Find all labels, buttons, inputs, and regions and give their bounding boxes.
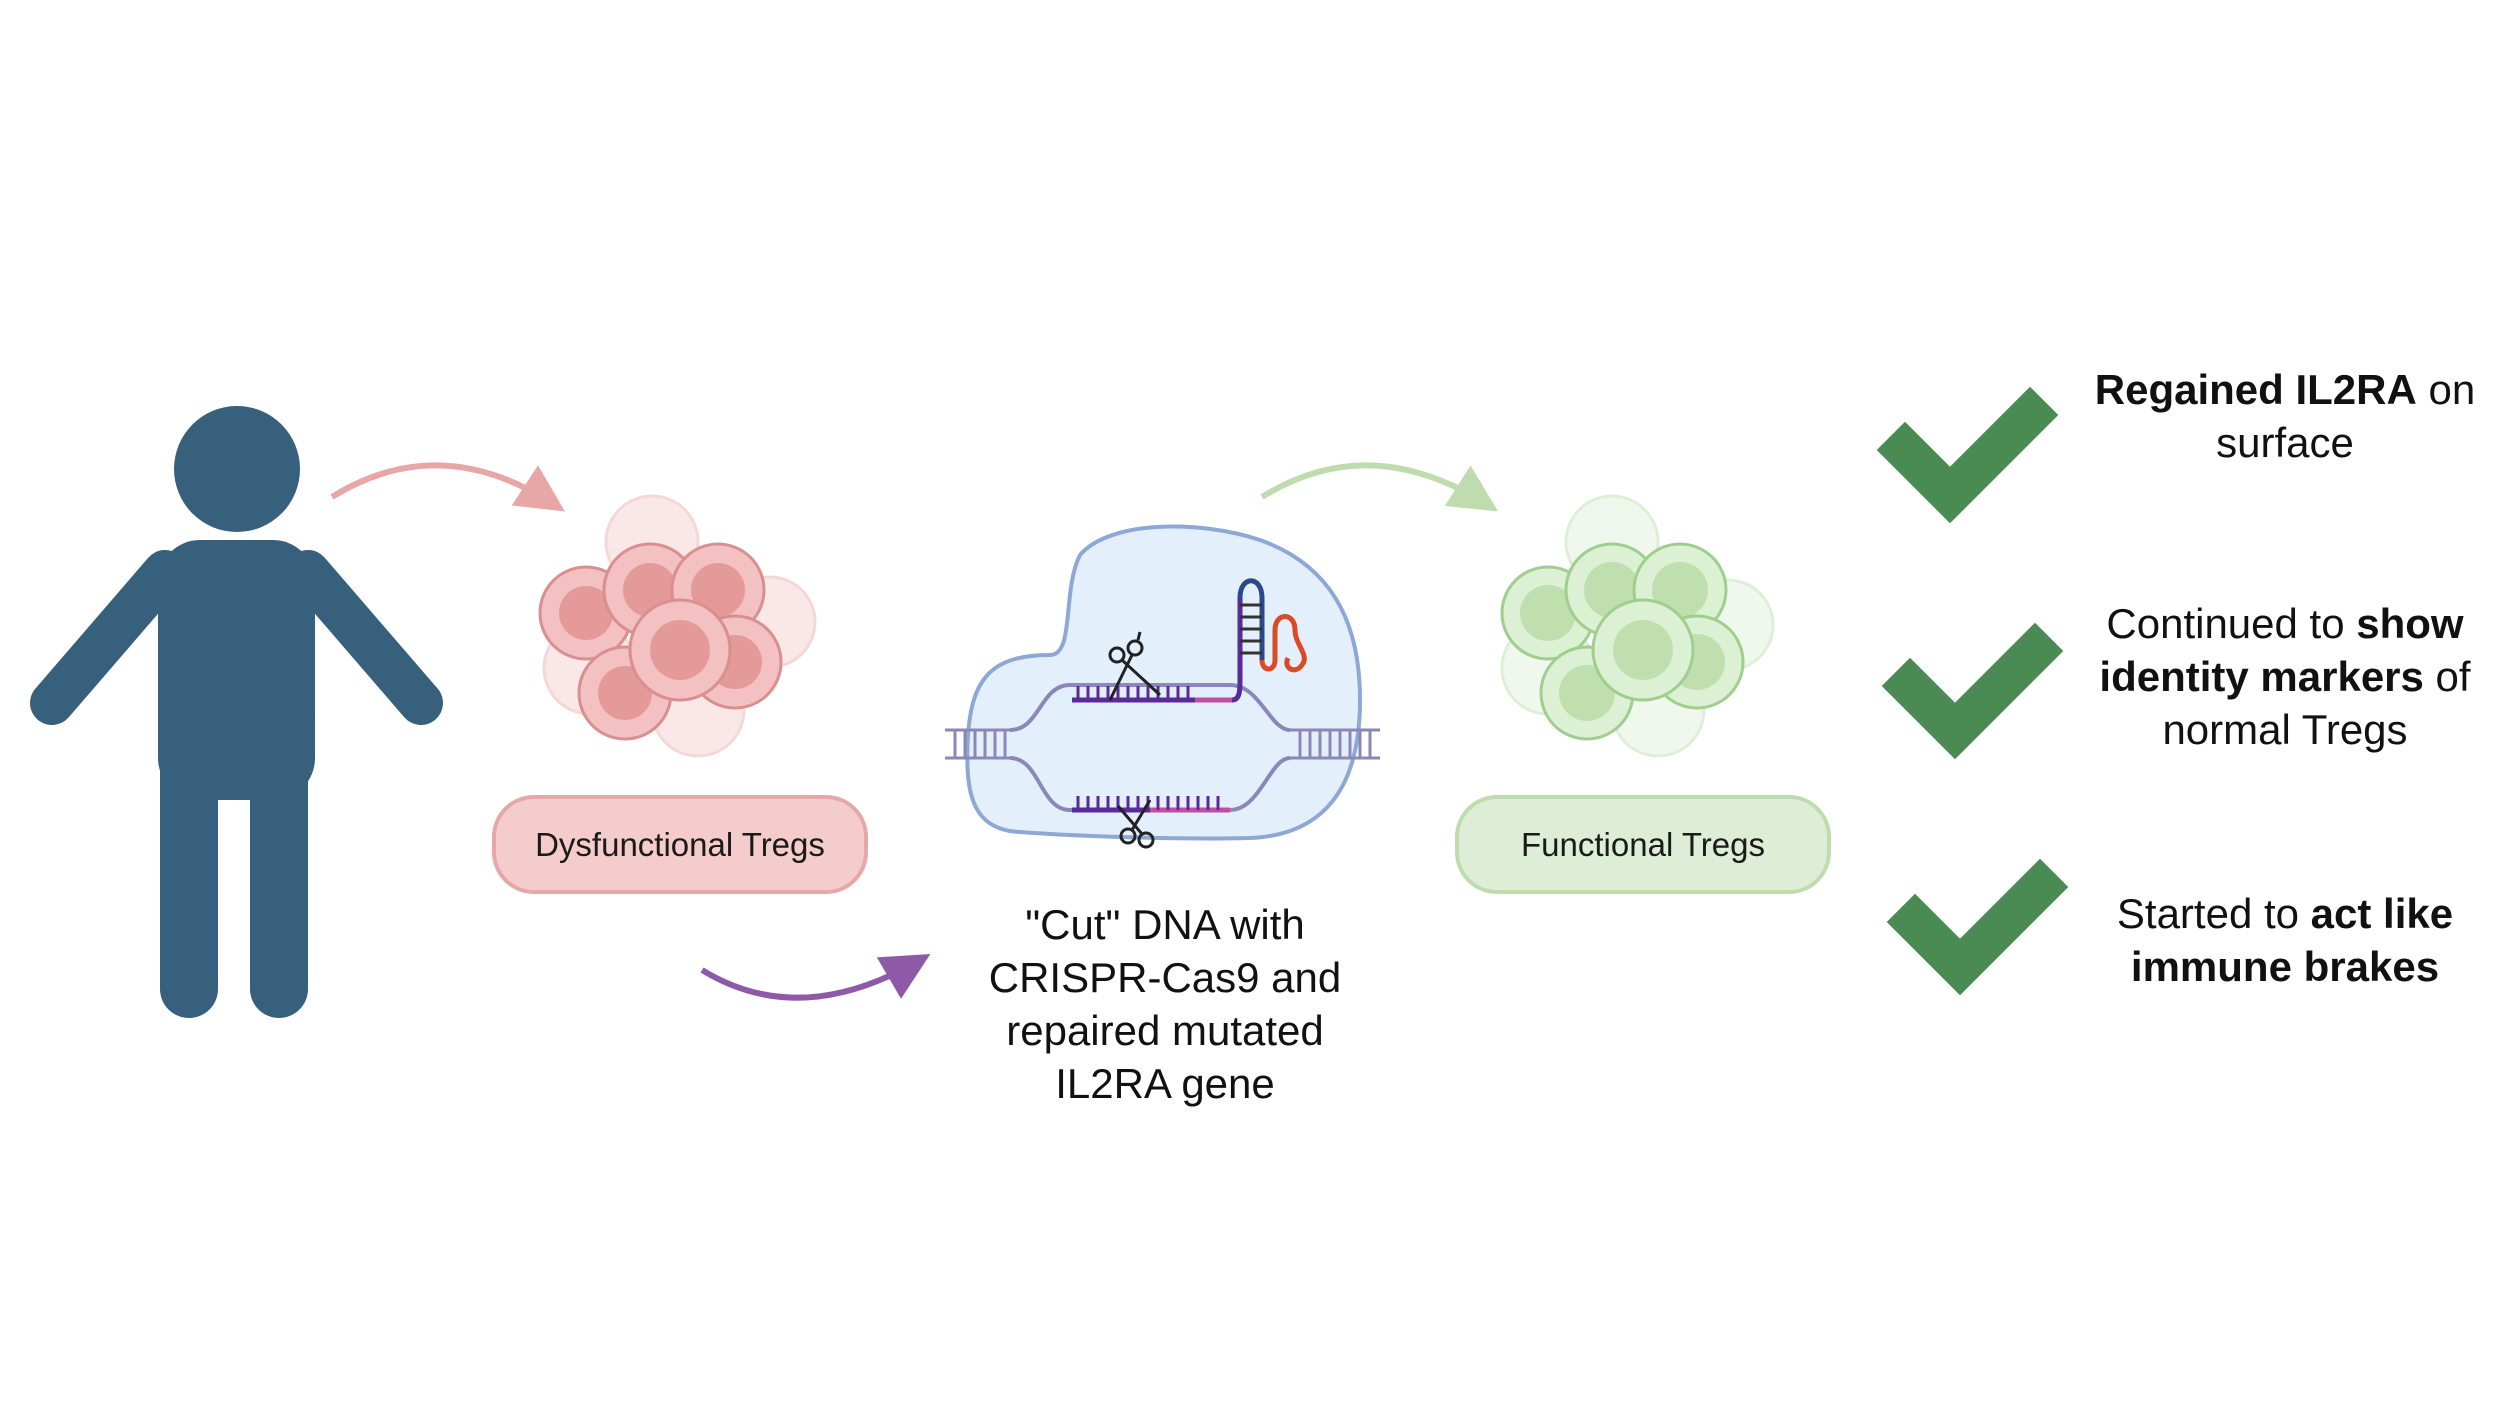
nucleus-membrane	[965, 524, 1363, 841]
caption-line: CRISPR-Cas9 and	[988, 954, 1342, 1001]
benefit-bold: identity markers	[2099, 653, 2424, 700]
checkmark-icon	[1881, 622, 2064, 760]
caption-line: "Cut" DNA with	[1025, 901, 1305, 948]
checkmark-icon	[1886, 858, 2069, 996]
benefit-bold: show	[2356, 600, 2464, 647]
dna-outer-left	[945, 728, 1010, 760]
functional-cell-cluster	[1500, 494, 1775, 758]
arrow-to-crispr	[700, 953, 931, 1001]
benefit-bold: immune brakes	[2130, 943, 2440, 990]
scissors-icon-bottom	[1116, 799, 1155, 849]
checkmark-icon	[1876, 386, 2059, 524]
crispr-caption: "Cut" DNA with CRISPR-Cas9 and repaired …	[920, 898, 1410, 1110]
benefit-text: on	[2416, 366, 2476, 413]
caption-line: repaired mutated	[1006, 1007, 1324, 1054]
benefit-identity-markers: Continued to show identity markers of no…	[2045, 597, 2500, 756]
scissors-icon	[1108, 631, 1162, 701]
dysfunctional-cell-cluster	[538, 494, 817, 758]
rna-tail	[1259, 614, 1307, 673]
person-icon	[30, 406, 443, 1018]
benefit-immune-brakes: Started to act like immune brakes	[2045, 887, 2500, 993]
benefit-text: of	[2423, 653, 2471, 700]
functional-tregs-label: Functional Tregs	[1455, 795, 1831, 894]
arrow-person-to-dysfunctional	[330, 462, 566, 512]
caption-line: IL2RA gene	[1055, 1060, 1275, 1107]
guide-rna-bottom	[1072, 796, 1230, 813]
arrow-crispr-to-functional	[1260, 462, 1499, 512]
benefit-bold: Regained IL2RA	[2094, 366, 2417, 413]
crispr-nucleus	[945, 524, 1380, 849]
dna-outer-right	[1290, 728, 1380, 760]
benefit-bold: act like	[2310, 890, 2454, 937]
benefit-text: normal Tregs	[2162, 706, 2408, 753]
dysfunctional-tregs-text: Dysfunctional Tregs	[535, 825, 825, 863]
benefit-regained-il2ra: Regained IL2RA on surface	[2045, 363, 2500, 469]
benefit-text: Started to	[2116, 890, 2311, 937]
functional-tregs-text: Functional Tregs	[1521, 825, 1765, 863]
dysfunctional-tregs-label: Dysfunctional Tregs	[492, 795, 868, 894]
guide-rna-top	[1072, 578, 1307, 703]
benefit-text: surface	[2216, 419, 2354, 466]
benefit-text: Continued to	[2106, 600, 2357, 647]
